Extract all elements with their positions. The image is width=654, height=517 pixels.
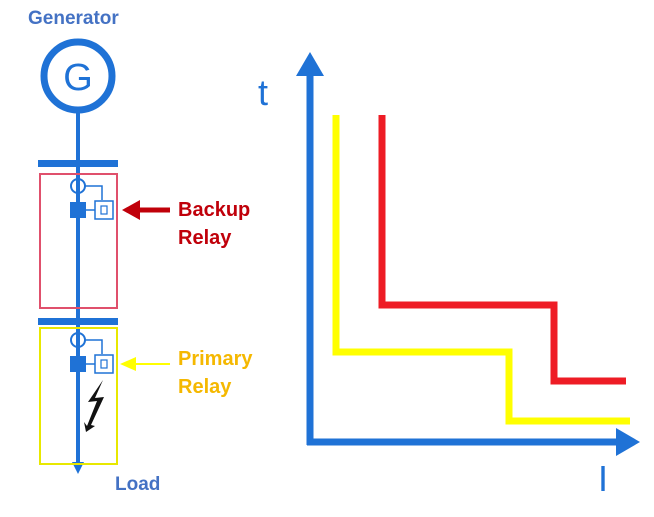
i-axis-label: I	[598, 458, 609, 499]
primary-pointer-arrow	[120, 357, 170, 371]
t-axis-arrowhead	[296, 52, 324, 76]
backup-zone-box	[39, 173, 118, 309]
backup-relay-assembly	[70, 178, 114, 220]
primary-relay-icon	[94, 354, 114, 374]
primary-breaker	[70, 356, 86, 372]
generator-symbol: G	[63, 57, 93, 99]
busbar-upper	[38, 160, 118, 167]
backup-relay-label-line2: Relay	[178, 227, 232, 249]
t-axis-label: t	[258, 72, 269, 113]
primary-ct-wire	[84, 339, 103, 354]
backup-relay-icon	[94, 200, 114, 220]
fault-lightning-icon	[84, 380, 104, 432]
backup-ct-wire	[84, 185, 103, 200]
time-current-axes	[296, 52, 640, 456]
primary-relay-curve	[332, 115, 630, 425]
primary-relay-label-line1: Primary	[178, 348, 253, 370]
load-label: Load	[115, 474, 161, 495]
busbar-lower	[38, 318, 118, 325]
primary-relay-label-line2: Relay	[178, 376, 232, 398]
backup-relay-label-line1: Backup	[178, 199, 251, 221]
backup-pointer-arrow	[122, 200, 170, 220]
backup-relay-label: Backup Relay	[178, 196, 250, 252]
primary-relay-assembly	[70, 332, 114, 374]
i-axis-arrowhead	[616, 428, 640, 456]
backup-relay-curve	[378, 115, 626, 385]
backup-breaker	[70, 202, 86, 218]
generator-label: Generator	[28, 8, 119, 29]
primary-zone-box	[39, 327, 118, 465]
primary-relay-label: Primary Relay	[178, 345, 253, 401]
